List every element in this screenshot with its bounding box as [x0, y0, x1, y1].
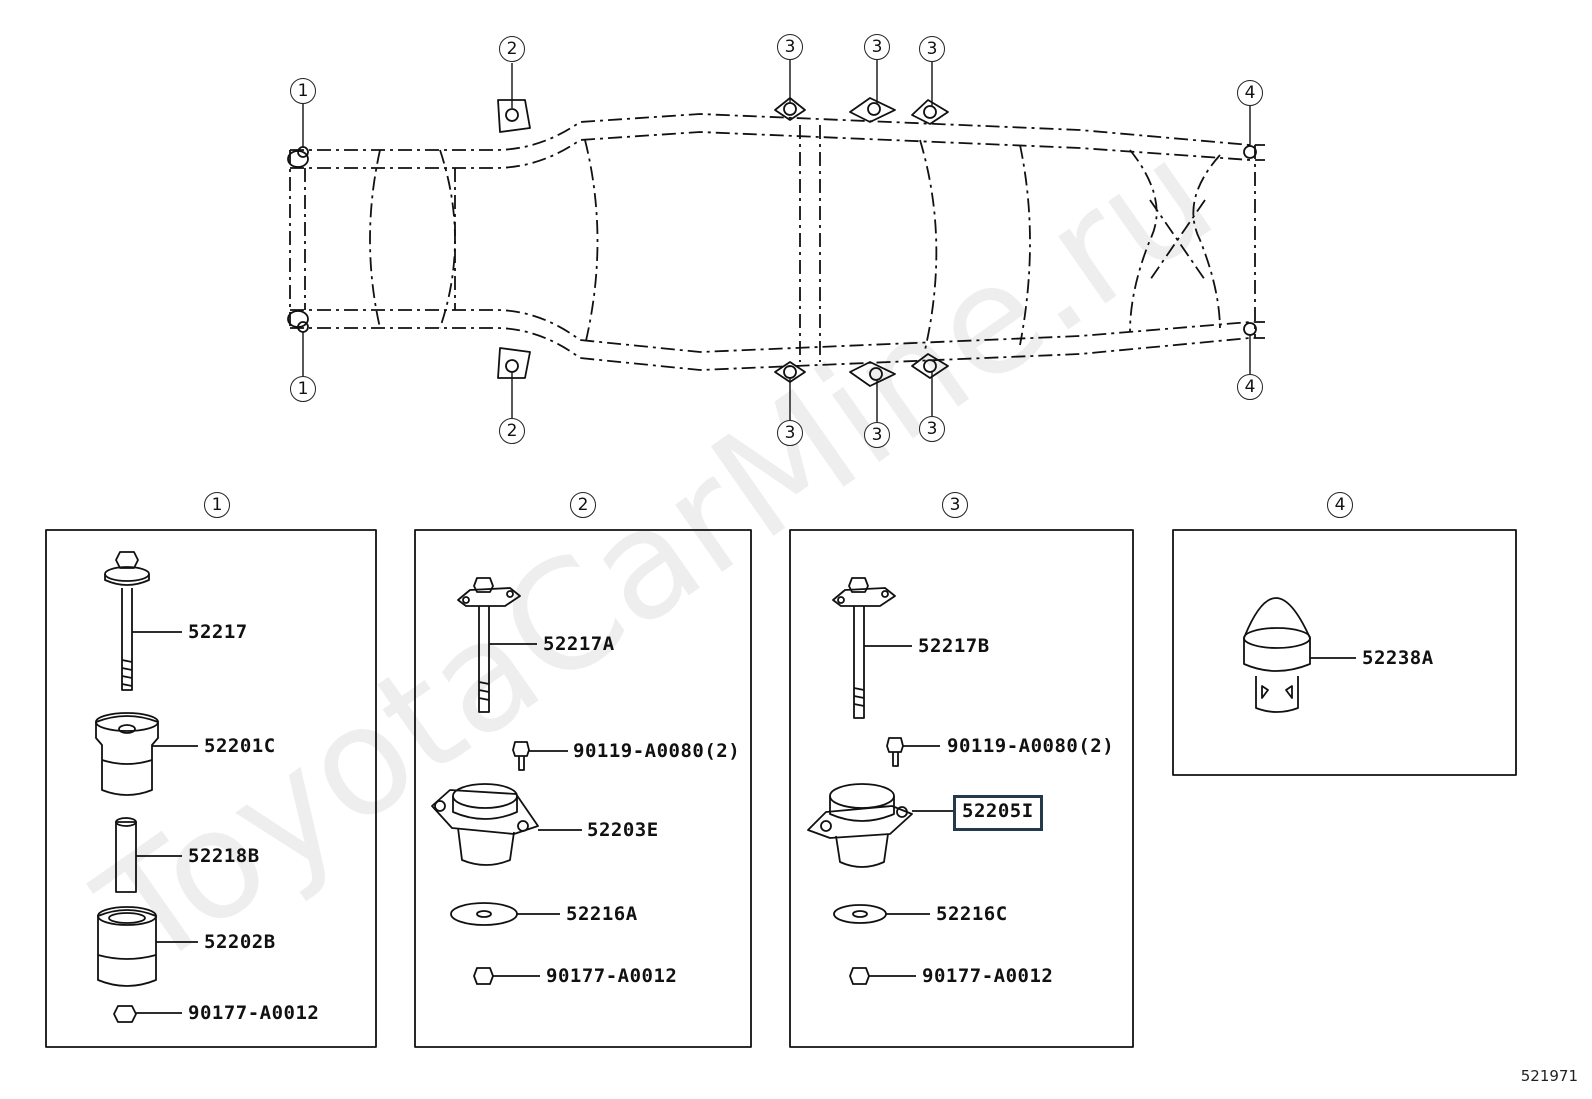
part-label-52205i[interactable]: 52205I [962, 802, 1032, 821]
part-label-90177-a0012-p2[interactable]: 90177-A0012 [546, 965, 678, 987]
panel-2-number: 2 [570, 492, 596, 518]
panel-2-box [414, 529, 752, 1048]
part-label-52217b[interactable]: 52217B [918, 635, 990, 657]
callout-4-bottom[interactable]: 4 [1237, 374, 1263, 400]
callout-3-top-a[interactable]: 3 [777, 34, 803, 60]
part-label-52217[interactable]: 52217 [188, 621, 248, 643]
part-label-52217a[interactable]: 52217A [543, 633, 615, 655]
callout-3-bottom-c[interactable]: 3 [919, 416, 945, 442]
panel-4-number: 4 [1327, 492, 1353, 518]
frame-leaders [302, 60, 1251, 422]
panel-1-box [45, 529, 377, 1048]
callout-3-bottom-b[interactable]: 3 [864, 422, 890, 448]
callout-4-top[interactable]: 4 [1237, 80, 1263, 106]
part-label-52216c[interactable]: 52216C [936, 903, 1008, 925]
panel-4-parts [1243, 597, 1356, 713]
diagram-reference-number: 521971 [1520, 1067, 1578, 1085]
panel-3-parts [807, 577, 956, 985]
vehicle-frame [289, 113, 1265, 371]
part-label-52218b[interactable]: 52218B [188, 845, 260, 867]
part-label-90119-a0080-p2[interactable]: 90119-A0080(2) [573, 740, 741, 762]
part-label-90119-a0080-p3[interactable]: 90119-A0080(2) [947, 735, 1115, 757]
panel-1-number: 1 [204, 492, 230, 518]
callout-2-bottom[interactable]: 2 [499, 418, 525, 444]
callout-3-top-c[interactable]: 3 [919, 36, 945, 62]
part-label-52202b[interactable]: 52202B [204, 931, 276, 953]
frame-mounts [287, 97, 1257, 387]
part-label-90177-a0012-p1[interactable]: 90177-A0012 [188, 1002, 320, 1024]
callout-3-bottom-a[interactable]: 3 [777, 420, 803, 446]
callout-1-top[interactable]: 1 [290, 78, 316, 104]
panel-2-parts [431, 577, 582, 985]
panel-3-box [789, 529, 1134, 1048]
part-label-90177-a0012-p3[interactable]: 90177-A0012 [922, 965, 1054, 987]
part-label-52238a[interactable]: 52238A [1362, 647, 1434, 669]
panel-3-number: 3 [942, 492, 968, 518]
callout-3-top-b[interactable]: 3 [864, 34, 890, 60]
part-label-52203e[interactable]: 52203E [587, 819, 659, 841]
selected-part-highlight [953, 795, 1043, 831]
callout-2-top[interactable]: 2 [499, 36, 525, 62]
panel-1-parts [95, 551, 198, 1023]
panel-4-box [1172, 529, 1517, 776]
part-label-52216a[interactable]: 52216A [566, 903, 638, 925]
callout-1-bottom[interactable]: 1 [290, 376, 316, 402]
part-label-52201c[interactable]: 52201C [204, 735, 276, 757]
